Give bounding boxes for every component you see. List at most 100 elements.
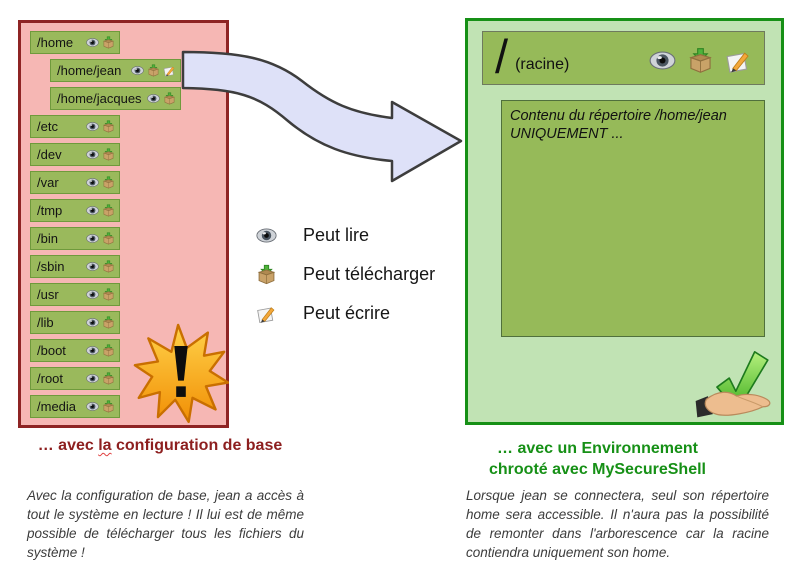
download-box-icon [102,344,115,357]
directory-row: /home/jacques [50,87,181,110]
write-icon [725,47,752,74]
directory-label: /usr [37,287,59,302]
chroot-content-line2: UNIQUEMENT ... [510,126,624,142]
directory-row: /sbin [30,255,120,278]
legend-item: Peut télécharger [256,261,461,287]
permission-icons [86,232,115,245]
download-box-icon [102,176,115,189]
root-permission-icons [649,47,756,74]
download-box-icon [102,204,115,217]
download-box-icon [102,400,115,413]
directory-row: /dev [30,143,120,166]
exclamation-burst-icon [133,323,230,425]
directory-label: /home/jean [57,63,122,78]
directory-label: /root [37,371,64,386]
download-box-icon [147,64,160,77]
directory-row: /tmp [30,199,120,222]
eye-icon [131,64,144,77]
download-box-icon [687,47,714,74]
directory-label: /media [37,399,77,414]
permissions-legend: Peut lire Peut télécharger Peut écrire [256,222,461,339]
directory-label: /etc [37,119,58,134]
download-box-icon [102,260,115,273]
left-caption: … avec la configuration de base [37,437,283,454]
legend-label: Peut télécharger [303,263,436,284]
eye-icon [86,148,99,161]
write-icon [256,303,277,324]
permission-icons [86,176,115,189]
eye-icon [256,225,277,246]
permission-icons [131,64,176,77]
eye-icon [86,120,99,133]
eye-icon [86,260,99,273]
permission-icons [86,120,115,133]
download-box-icon [163,92,176,105]
legend-label: Peut écrire [303,302,391,323]
eye-icon [86,288,99,301]
permission-icons [86,148,115,161]
chroot-panel: / (racine) Contenu du répertoire /home/j… [465,18,784,425]
directory-row: /root [30,367,120,390]
directory-label: /home [37,35,74,50]
permission-icons [86,36,115,49]
directory-row: /usr [30,283,120,306]
directory-label: /sbin [37,259,65,274]
permission-icons [86,372,115,385]
permission-icons [86,288,115,301]
root-sublabel: (racine) [515,56,570,73]
download-box-icon [102,232,115,245]
eye-icon [86,400,99,413]
permission-icons [147,92,176,105]
eye-icon [86,344,99,357]
download-box-icon [102,36,115,49]
directory-list: /home /home/jean /home/jacques /etc [21,31,226,418]
directory-label: /home/jacques [57,91,142,106]
directory-row: /media [30,395,120,418]
eye-icon [649,47,676,74]
eye-icon [147,92,160,105]
right-caption: … avec un Environnement chrooté avec MyS… [489,440,706,478]
eye-icon [86,176,99,189]
directory-label: /tmp [37,203,63,218]
download-box-icon [102,372,115,385]
permission-icons [86,344,115,357]
check-hand-icon [694,342,776,418]
base-config-panel: /home /home/jean /home/jacques /etc [18,20,230,428]
spellcheck-squiggle: la [98,437,112,454]
chroot-content-box: Contenu du répertoire /home/jean UNIQUEM… [501,100,765,337]
download-box-icon [102,148,115,161]
directory-row: /bin [30,227,120,250]
download-box-icon [102,288,115,301]
chroot-content-line1: Contenu du répertoire /home/jean [510,108,727,124]
legend-label: Peut lire [303,224,370,245]
right-description: Lorsque jean se connectera, seul son rép… [466,488,769,560]
permission-icons [86,204,115,217]
directory-row: /boot [30,339,120,362]
permission-icons [86,260,115,273]
eye-icon [86,316,99,329]
eye-icon [86,232,99,245]
directory-row: /lib [30,311,120,334]
download-box-icon [256,264,277,285]
legend-item: Peut lire [256,222,461,248]
directory-label: /var [37,175,59,190]
directory-label: /bin [37,231,58,246]
directory-row: /home [30,31,120,54]
eye-icon [86,36,99,49]
permission-icons [86,400,115,413]
root-slash-label: / [495,30,509,83]
download-box-icon [102,120,115,133]
eye-icon [86,204,99,217]
download-box-icon [102,316,115,329]
directory-row: /var [30,171,120,194]
eye-icon [86,372,99,385]
directory-label: /dev [37,147,62,162]
directory-label: /lib [37,315,54,330]
root-directory-box: / (racine) [482,31,765,85]
directory-label: /boot [37,343,66,358]
directory-row: /home/jean [50,59,181,82]
permission-icons [86,316,115,329]
write-icon [163,64,176,77]
legend-item: Peut écrire [256,300,461,326]
